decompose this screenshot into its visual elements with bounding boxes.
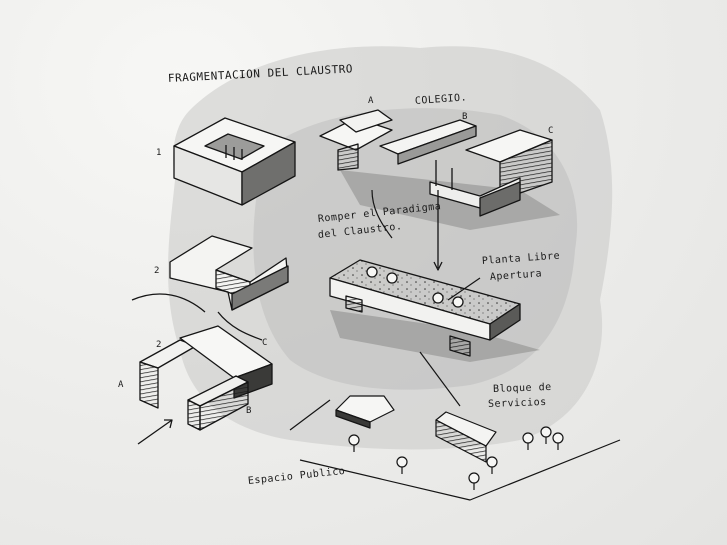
colegio-composition <box>319 109 553 217</box>
marker-two-b: 2 <box>156 340 162 350</box>
tree-group <box>348 426 564 490</box>
marker-a-top: A <box>368 96 374 106</box>
cloister-block-2 <box>131 235 289 341</box>
marker-c-top: C <box>548 126 554 136</box>
cloister-block-1 <box>173 117 296 206</box>
marker-b-top: B <box>462 112 468 122</box>
planta-libre-block <box>329 190 521 357</box>
marker-c-mid: C <box>262 338 268 348</box>
label-bloque-line1: Bloque de <box>492 381 552 395</box>
marker-two: 2 <box>154 266 160 276</box>
public-space <box>289 189 621 501</box>
cloister-block-3 <box>137 325 273 445</box>
marker-one: 1 <box>156 148 162 158</box>
marker-a-bottom: A <box>118 380 124 390</box>
ground-shadow-mid <box>330 310 540 362</box>
marker-b-bottom: B <box>246 406 252 416</box>
label-bloque-line2: Servicios <box>487 396 547 410</box>
